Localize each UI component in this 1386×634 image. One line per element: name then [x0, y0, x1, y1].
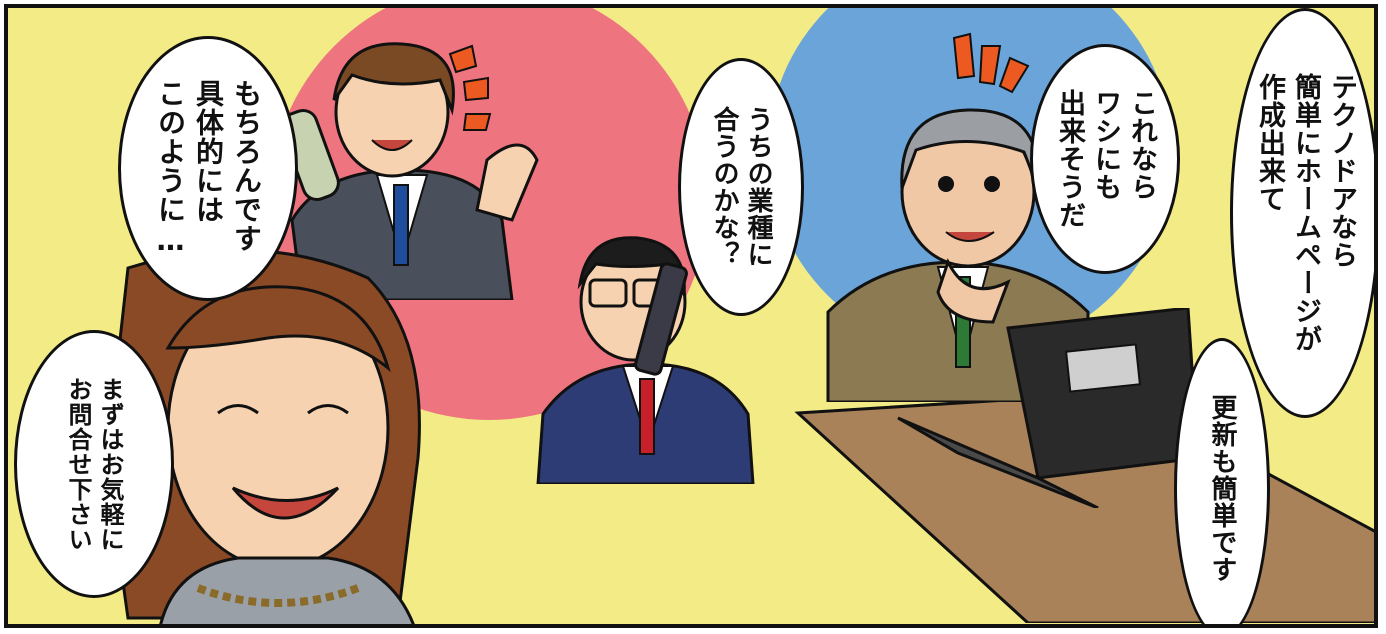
speech-bubble-man-glasses: うちの業種に 合うのかな？: [678, 58, 804, 316]
speech-text: まずはお気軽に お問合せ下さい: [62, 377, 126, 552]
speech-line: 出来そうだ: [1054, 89, 1085, 229]
laptop-illustration: [897, 308, 1200, 508]
speech-text: うちの業種に 合うのかな？: [707, 106, 775, 268]
emphasis-marks-right: [952, 32, 1030, 94]
emphasis-marks-left: [448, 44, 492, 131]
speech-line: まずはお気軽に: [96, 376, 124, 552]
speech-line: これなら: [1126, 89, 1157, 201]
speech-line: ワシにも: [1090, 89, 1121, 201]
speech-bubble-woman: まずはお気軽に お問合せ下さい: [14, 330, 174, 598]
man-with-glasses-figure: [536, 236, 755, 484]
speech-line: お問合せ下さい: [64, 376, 92, 552]
speech-line: うちの業種に: [743, 106, 773, 268]
speech-line: 作成出来て: [1254, 73, 1285, 213]
speech-bubble-man-phone: もちろんです 具体的には このように…: [118, 36, 298, 301]
speech-text: テクノドアなら 簡単にホームページが 作成出来て: [1251, 73, 1359, 353]
speech-line: このように…: [154, 79, 187, 258]
man-on-phone-figure: [280, 42, 539, 300]
woman-figure: [113, 248, 421, 624]
speech-bubble-technodoor: テクノドアなら 簡単にホームページが 作成出来て: [1230, 8, 1374, 418]
speech-text: これなら ワシにも 出来そうだ: [1051, 89, 1159, 229]
speech-line: 具体的には: [192, 79, 225, 224]
speech-text: もちろんです 具体的には このように…: [151, 79, 265, 258]
speech-line: 合うのかな？: [709, 106, 739, 268]
speech-line: 簡単にホームページが: [1290, 73, 1321, 353]
speech-line: テクノドアなら: [1326, 73, 1357, 269]
speech-bubble-older-man: これなら ワシにも 出来そうだ: [1030, 44, 1180, 274]
speech-text: 更新も簡単です: [1205, 394, 1239, 583]
speech-line: もちろんです: [230, 79, 263, 253]
speech-line: 更新も簡単です: [1207, 393, 1237, 583]
speech-bubble-update: 更新も簡単です: [1174, 338, 1270, 624]
comic-panel: もちろんです 具体的には このように… うちの業種に 合うのかな？ これなら ワ…: [4, 4, 1378, 628]
